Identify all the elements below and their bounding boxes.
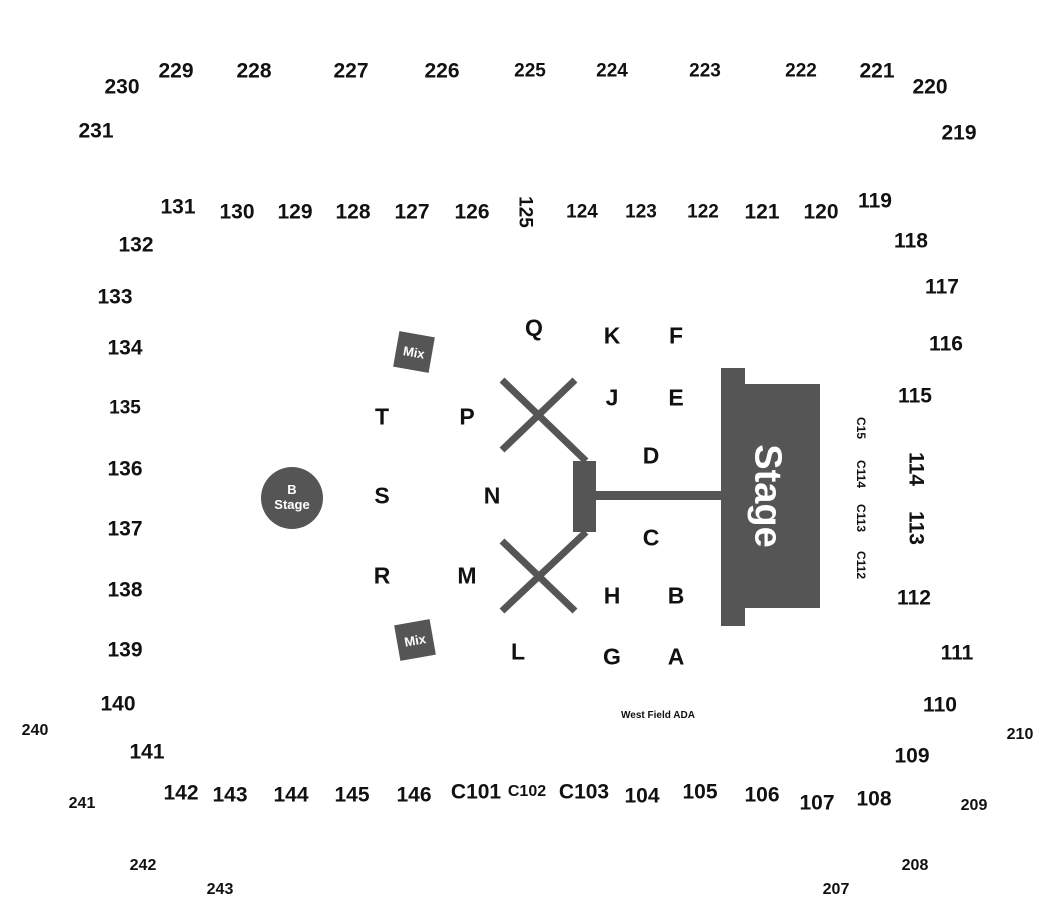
section-131[interactable]: 131: [160, 195, 196, 219]
section-209[interactable]: 209: [960, 797, 988, 814]
section-120[interactable]: 120: [803, 200, 839, 224]
mix-label: Mix: [403, 630, 427, 650]
section-138[interactable]: 138: [107, 578, 143, 602]
section-132[interactable]: 132: [118, 233, 154, 257]
section-Q[interactable]: Q: [525, 314, 543, 341]
section-106[interactable]: 106: [744, 783, 780, 807]
section-223[interactable]: 223: [689, 60, 721, 82]
section-J[interactable]: J: [605, 384, 619, 411]
section-C[interactable]: C: [642, 524, 660, 551]
section-222[interactable]: 222: [785, 60, 817, 82]
section-207[interactable]: 207: [822, 881, 850, 898]
section-D[interactable]: D: [642, 442, 660, 469]
section-144[interactable]: 144: [273, 783, 309, 807]
b-stage-label-line1: B: [287, 482, 297, 498]
runway-platform: [573, 461, 596, 532]
section-240[interactable]: 240: [21, 722, 49, 739]
section-230[interactable]: 230: [104, 75, 140, 99]
section-C102[interactable]: C102: [507, 783, 547, 800]
b-stage-label-line2: Stage: [274, 497, 310, 512]
section-N[interactable]: N: [483, 482, 501, 509]
section-124[interactable]: 124: [566, 201, 598, 223]
main-stage: [743, 384, 820, 608]
section-141[interactable]: 141: [129, 740, 165, 764]
mix-position-top[interactable]: Mix: [393, 331, 435, 373]
runway: [595, 491, 723, 500]
section-225[interactable]: 225: [514, 60, 546, 82]
b-stage[interactable]: B Stage: [261, 467, 323, 529]
section-104[interactable]: 104: [624, 784, 660, 808]
section-118[interactable]: 118: [894, 229, 928, 253]
section-R[interactable]: R: [373, 562, 391, 589]
west-field-ada[interactable]: West Field ADA: [621, 710, 695, 721]
mix-label: Mix: [402, 342, 426, 362]
section-C103[interactable]: C103: [558, 780, 610, 804]
section-226[interactable]: 226: [424, 59, 460, 83]
section-145[interactable]: 145: [334, 783, 370, 807]
section-K[interactable]: K: [603, 322, 621, 349]
section-243[interactable]: 243: [206, 881, 234, 898]
section-143[interactable]: 143: [212, 783, 248, 807]
section-F[interactable]: F: [668, 322, 684, 349]
section-109[interactable]: 109: [894, 744, 930, 768]
section-134[interactable]: 134: [107, 336, 143, 360]
section-G[interactable]: G: [603, 643, 621, 670]
section-224[interactable]: 224: [596, 60, 628, 82]
section-L[interactable]: L: [510, 638, 526, 665]
section-H[interactable]: H: [603, 582, 621, 609]
mix-position-bottom[interactable]: Mix: [394, 619, 436, 661]
stage-label: Stage: [746, 444, 789, 548]
section-126[interactable]: 126: [454, 200, 490, 224]
section-116[interactable]: 116: [929, 332, 963, 356]
section-221[interactable]: 221: [859, 59, 895, 83]
lower-catwalk-x: [499, 529, 589, 614]
section-229[interactable]: 229: [158, 59, 194, 83]
section-208[interactable]: 208: [901, 857, 929, 874]
section-B[interactable]: B: [667, 582, 685, 609]
section-123[interactable]: 123: [625, 201, 657, 223]
section-130[interactable]: 130: [219, 200, 255, 224]
section-105[interactable]: 105: [682, 780, 718, 804]
section-S[interactable]: S: [374, 482, 390, 509]
section-142[interactable]: 142: [163, 781, 199, 805]
section-T[interactable]: T: [374, 403, 390, 430]
section-140[interactable]: 140: [100, 692, 136, 716]
section-E[interactable]: E: [668, 384, 684, 411]
section-107[interactable]: 107: [799, 791, 835, 815]
section-136[interactable]: 136: [107, 457, 143, 481]
section-111[interactable]: 111: [940, 641, 974, 665]
section-119[interactable]: 119: [858, 189, 892, 213]
section-M[interactable]: M: [457, 562, 477, 589]
section-112[interactable]: 112: [897, 586, 931, 610]
section-108[interactable]: 108: [856, 787, 892, 811]
section-117[interactable]: 117: [925, 275, 959, 299]
stage-back-wall: [721, 368, 745, 626]
section-242[interactable]: 242: [129, 857, 157, 874]
section-128[interactable]: 128: [335, 200, 371, 224]
section-139[interactable]: 139: [107, 638, 143, 662]
section-C101[interactable]: C101: [450, 780, 502, 804]
section-P[interactable]: P: [459, 403, 475, 430]
section-110[interactable]: 110: [923, 693, 957, 717]
section-210[interactable]: 210: [1006, 726, 1034, 743]
section-129[interactable]: 129: [277, 200, 313, 224]
section-122[interactable]: 122: [687, 201, 719, 223]
section-146[interactable]: 146: [396, 783, 432, 807]
section-121[interactable]: 121: [744, 200, 780, 224]
section-228[interactable]: 228: [236, 59, 272, 83]
section-127[interactable]: 127: [394, 200, 430, 224]
section-241[interactable]: 241: [68, 795, 96, 812]
section-135[interactable]: 135: [109, 397, 141, 419]
section-231[interactable]: 231: [78, 119, 114, 143]
section-A[interactable]: A: [667, 643, 685, 670]
upper-catwalk-x: [499, 377, 589, 464]
section-115[interactable]: 115: [898, 384, 932, 408]
section-227[interactable]: 227: [333, 59, 369, 83]
section-133[interactable]: 133: [97, 285, 133, 309]
section-220[interactable]: 220: [912, 75, 948, 99]
section-219[interactable]: 219: [941, 121, 977, 145]
section-137[interactable]: 137: [107, 517, 143, 541]
